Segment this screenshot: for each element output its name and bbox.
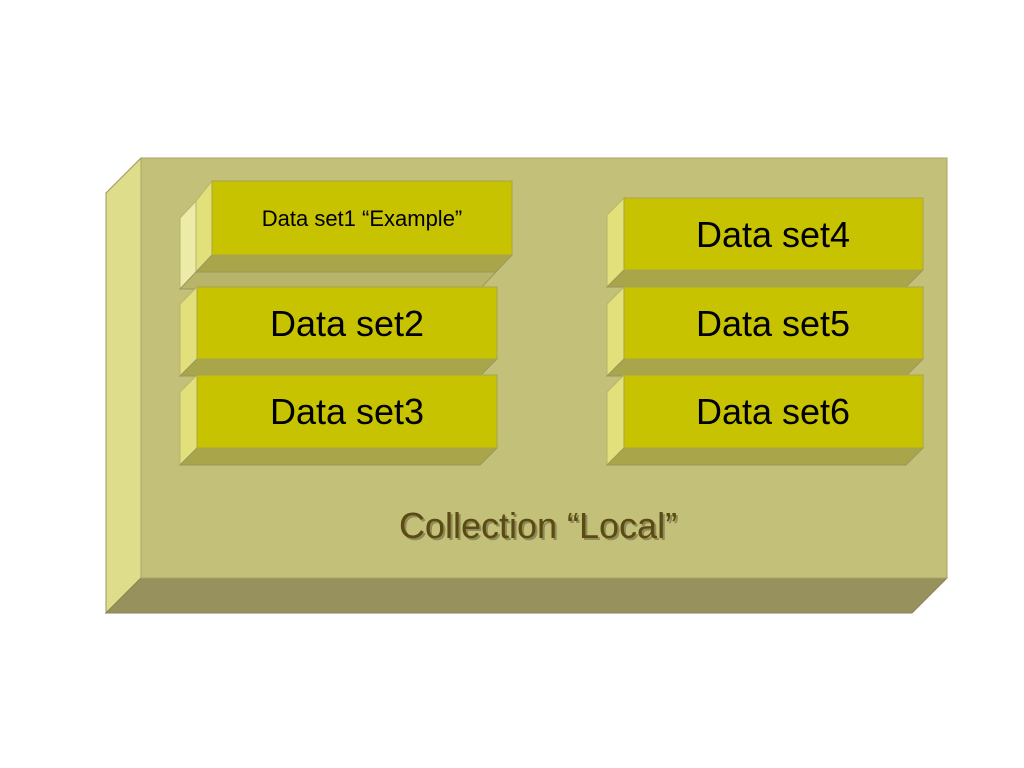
dataset-1-label: Data set1 “Example” [262,206,463,231]
dataset-3-label: Data set3 [270,391,424,432]
dataset-6-box: Data set6 [605,373,925,467]
dataset-4-bottom-face [605,269,925,288]
dataset-3-box: Data set3 [178,373,499,467]
dataset-1-bottom-face [194,254,514,273]
dataset-4-label: Data set4 [696,214,850,255]
dataset-6-label: Data set6 [696,391,850,432]
dataset-3-bottom-face [178,447,499,466]
collection-box-left-face [105,156,142,615]
dataset-4-front-face [623,197,924,271]
dataset-1-box: Data set1 “Example” [178,179,514,291]
dataset-2-bottom-face [178,358,499,377]
dataset-6-bottom-face [605,447,925,466]
dataset-5-label: Data set5 [696,303,850,344]
dataset-2-front-face [196,286,498,360]
dataset-2-box: Data set2 [178,285,499,378]
dataset-4-box: Data set4 [605,196,925,289]
dataset-5-bottom-face [605,358,925,377]
dataset-5-front-face [623,286,924,360]
dataset-3-front-face [196,374,498,449]
collection-label: Collection “Local” [399,505,677,546]
dataset-5-box: Data set5 [605,285,925,378]
collection-label-shadow: Collection “Local” [401,507,679,548]
dataset-2-label: Data set2 [270,303,424,344]
dataset-6-front-face [623,374,924,449]
dataset-1-front-face [211,180,513,256]
collection-box-bottom-face [104,577,949,614]
